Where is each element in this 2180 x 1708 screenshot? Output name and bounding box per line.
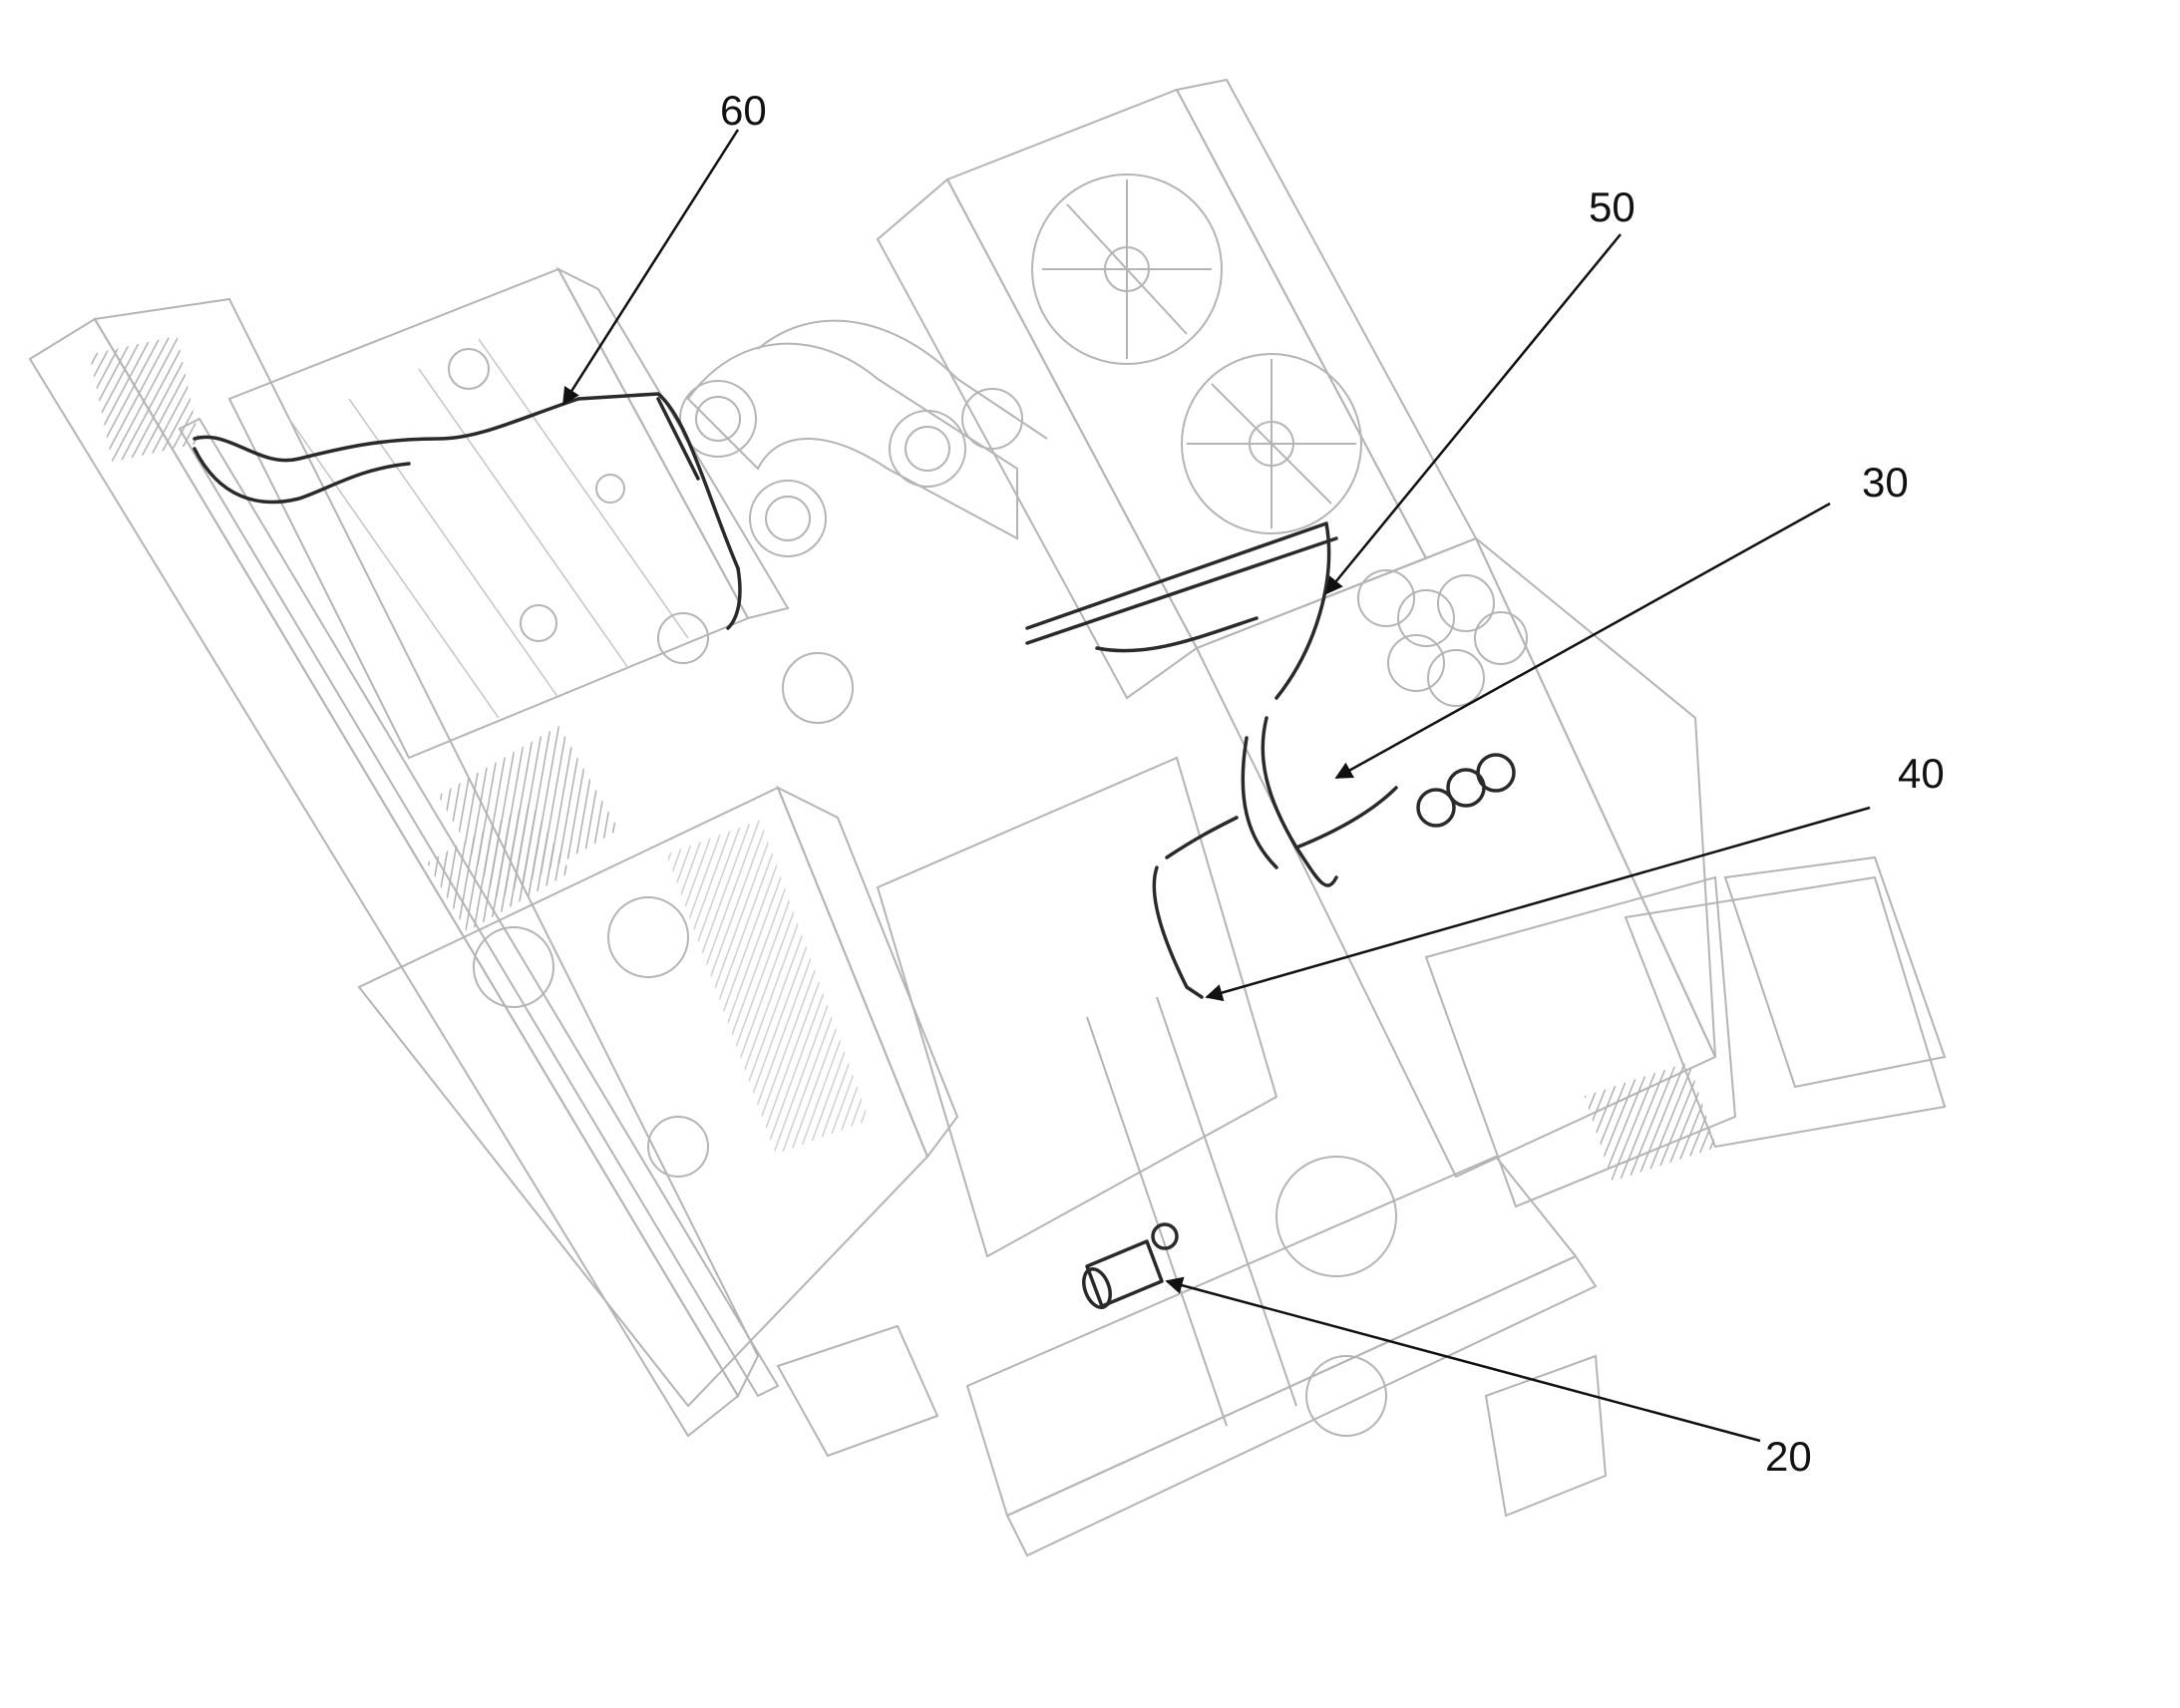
leader-20 <box>1165 1276 1761 1443</box>
vent-grille-lower <box>427 803 570 932</box>
ref-numeral-40: 40 <box>1898 750 1945 797</box>
harness-50 <box>1025 521 1338 700</box>
vent-grille-upper <box>89 335 200 463</box>
ref-numeral-60: 60 <box>720 87 767 134</box>
leader-50 <box>1324 233 1622 595</box>
harness-40 <box>1152 816 1239 999</box>
harness-30 <box>1241 716 1516 887</box>
leader-lines <box>561 129 1871 1443</box>
leader-40 <box>1205 806 1871 1002</box>
component-20 <box>1082 1222 1179 1309</box>
enclosure-vent <box>1584 1062 1717 1182</box>
ref-numeral-50: 50 <box>1589 183 1635 230</box>
loader-arms <box>679 319 1048 557</box>
step-ladder <box>666 820 870 1155</box>
engine-bay <box>1195 536 1717 1179</box>
right-enclosure <box>1424 855 1947 1208</box>
leader-60 <box>561 129 740 406</box>
left-frame-rail <box>28 297 780 1438</box>
lower-frame <box>776 756 1608 1557</box>
left-upper-deck <box>227 266 790 760</box>
ref-numeral-20: 20 <box>1765 1433 1812 1480</box>
harness-60 <box>192 392 742 630</box>
rear-body <box>357 652 959 1408</box>
leader-30 <box>1334 502 1831 780</box>
cooling-module <box>876 78 1478 700</box>
ref-numeral-30: 30 <box>1862 459 1909 506</box>
